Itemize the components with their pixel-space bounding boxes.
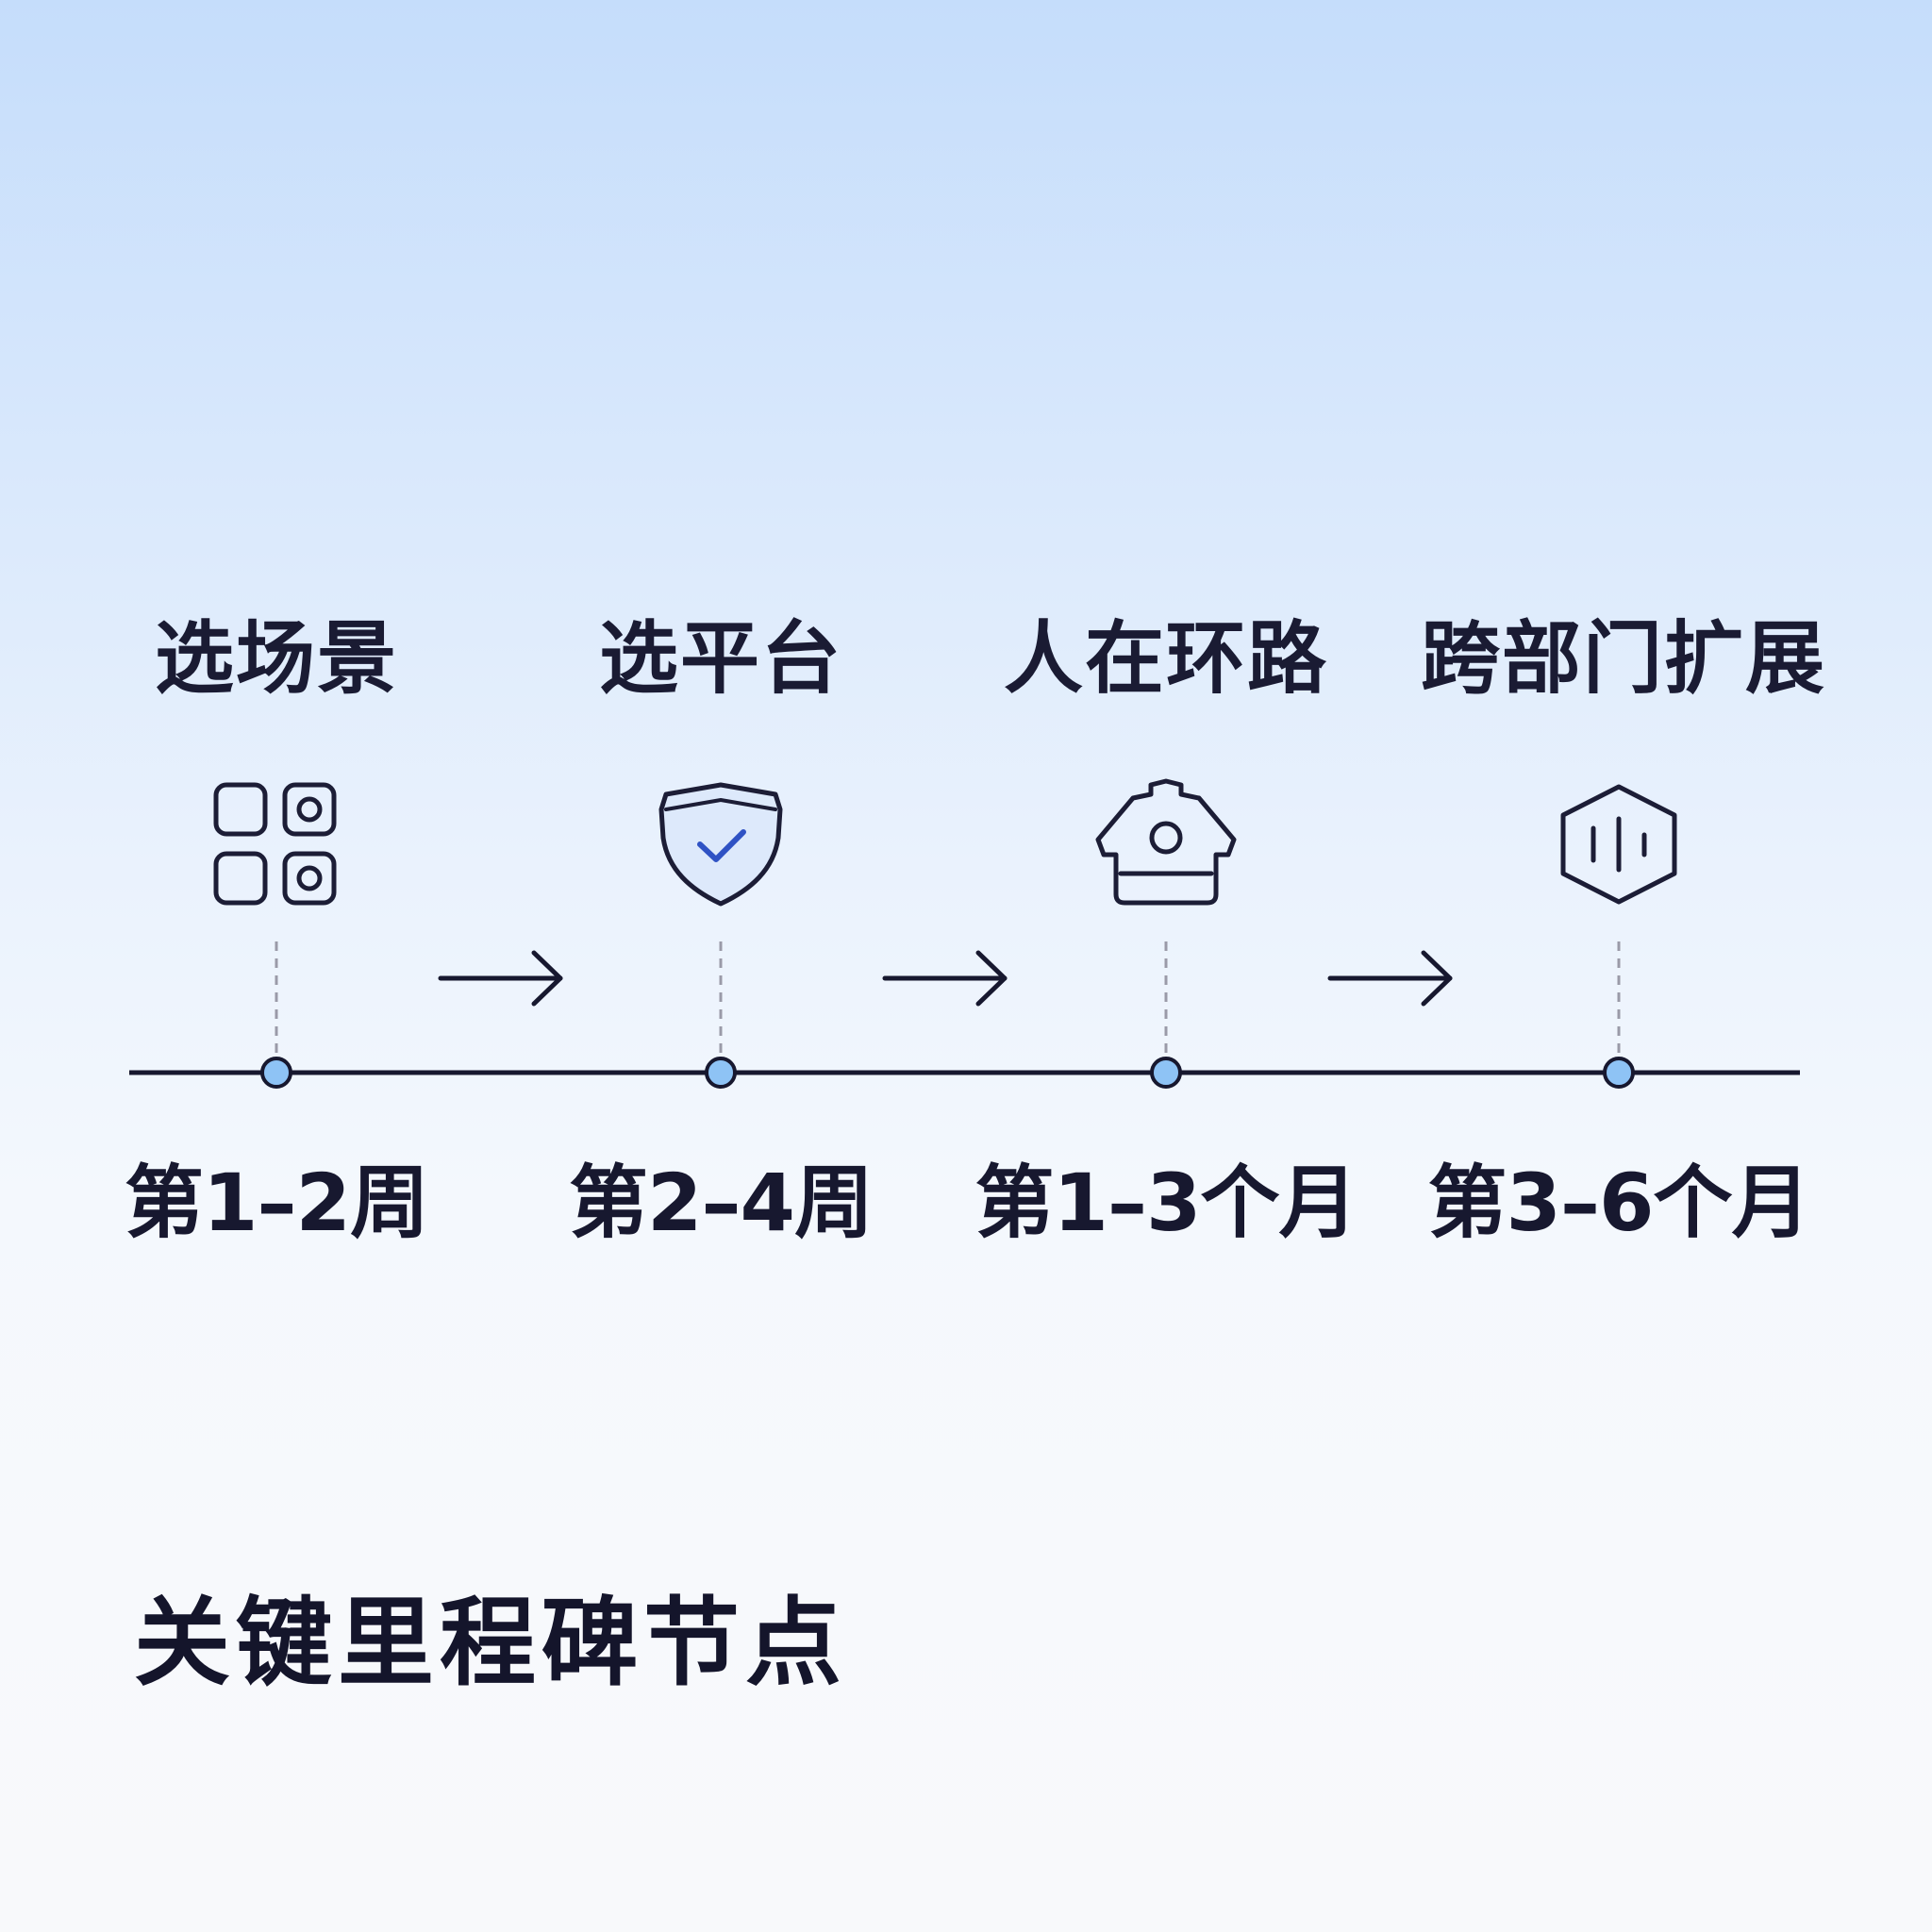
arrow-icon-3 [1327, 950, 1453, 1007]
stage-time-3: 第1–3个月 [974, 1157, 1358, 1249]
node-4 [1603, 1057, 1635, 1089]
arrow-icon-2 [882, 950, 1008, 1007]
stage-time-4: 第3–6个月 [1427, 1157, 1811, 1249]
stage-name-3: 人在环路 [1003, 612, 1328, 705]
arrow-icon-1 [438, 950, 563, 1007]
grid-icon [213, 782, 337, 906]
node-3 [1150, 1057, 1182, 1089]
person-house-icon [1095, 778, 1237, 906]
stage-time-1: 第1–2周 [125, 1157, 429, 1249]
page-title: 关键里程碑节点 [134, 1588, 847, 1700]
stage-time-2: 第2–4周 [569, 1157, 874, 1249]
stage-name-4: 跨部门扩展 [1421, 612, 1827, 705]
stage-name-2: 选平台 [598, 612, 842, 705]
stage-name-1: 选场景 [154, 612, 398, 705]
node-1 [260, 1057, 292, 1089]
hexagon-chart-icon [1560, 784, 1677, 905]
node-2 [705, 1057, 737, 1089]
shield-check-icon [658, 782, 783, 907]
